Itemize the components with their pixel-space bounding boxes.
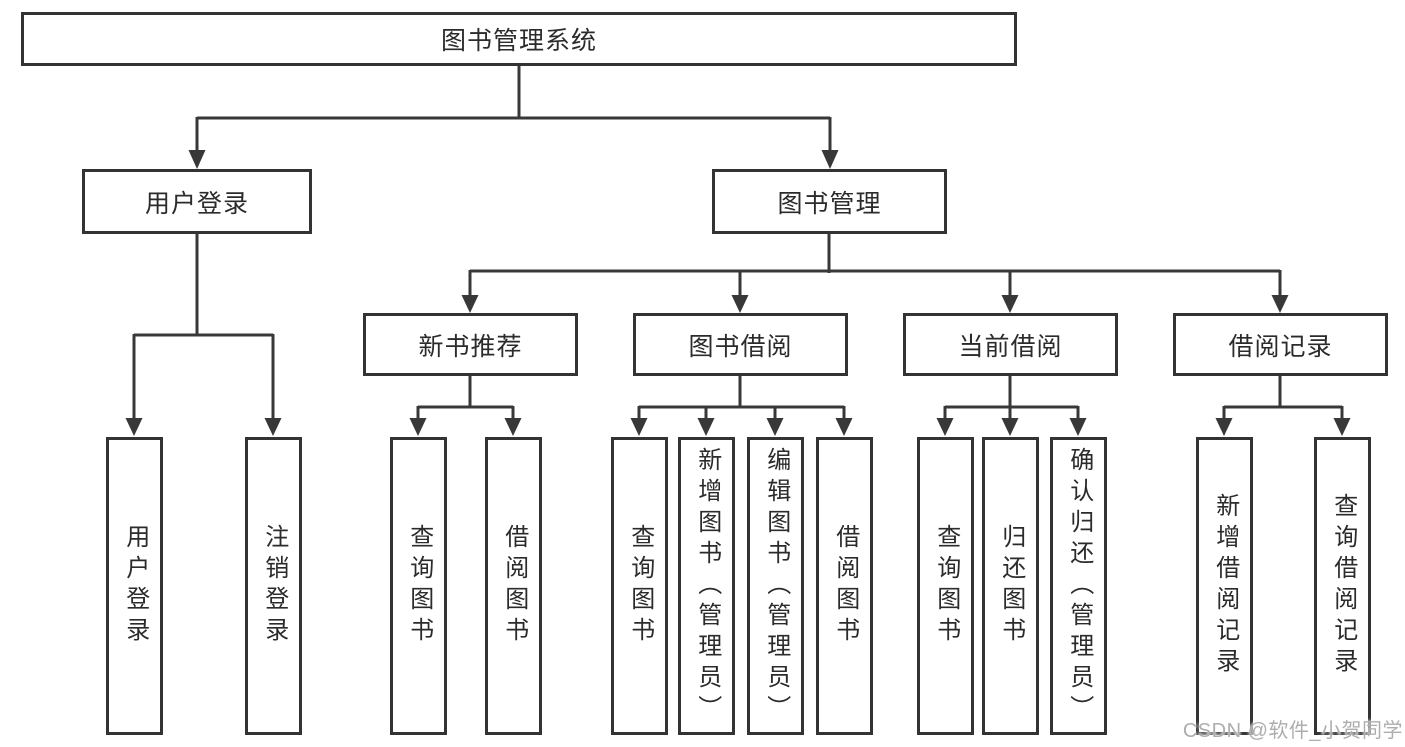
leaf-current-query-label: 查询图书 <box>932 524 960 648</box>
node-current-borrow-label: 当前借阅 <box>958 332 1063 361</box>
leaf-newbook-borrow-label: 借阅图书 <box>500 524 528 648</box>
node-new-book-recommend: 新书推荐 <box>363 313 578 376</box>
leaf-borrow-query: 查询图书 <box>611 437 668 735</box>
node-book-borrow: 图书借阅 <box>633 313 848 376</box>
leaf-current-query: 查询图书 <box>917 437 974 735</box>
leaf-newbook-query-label: 查询图书 <box>405 524 433 648</box>
leaf-user-login-label: 用户登录 <box>121 524 149 648</box>
leaf-borrow-add-label: 新增图书（管理员） <box>693 446 721 726</box>
node-current-borrow: 当前借阅 <box>903 313 1118 376</box>
leaf-borrow-do: 借阅图书 <box>816 437 873 735</box>
leaf-user-logout-label: 注销登录 <box>260 524 288 648</box>
leaf-borrow-edit: 编辑图书（管理员） <box>747 437 804 735</box>
node-root-label: 图书管理系统 <box>440 27 597 55</box>
leaf-newbook-query: 查询图书 <box>390 437 447 735</box>
leaf-records-add-label: 新增借阅记录 <box>1211 493 1239 679</box>
node-borrow-records: 借阅记录 <box>1173 313 1388 376</box>
leaf-current-return: 归还图书 <box>982 437 1039 735</box>
leaf-current-confirm: 确认归还（管理员） <box>1050 437 1107 735</box>
leaf-borrow-add: 新增图书（管理员） <box>678 437 735 735</box>
leaf-borrow-query-label: 查询图书 <box>626 524 654 648</box>
leaf-records-add: 新增借阅记录 <box>1196 437 1253 735</box>
node-book-management-label: 图书管理 <box>777 189 882 218</box>
arrowhead-icons <box>125 150 1351 436</box>
node-user-login: 用户登录 <box>82 169 312 234</box>
leaf-current-return-label: 归还图书 <box>997 524 1025 648</box>
node-borrow-records-label: 借阅记录 <box>1228 332 1333 361</box>
connector-lines <box>132 66 1344 420</box>
node-book-borrow-label: 图书借阅 <box>688 332 793 361</box>
leaf-records-query: 查询借阅记录 <box>1314 437 1371 735</box>
leaf-borrow-edit-label: 编辑图书（管理员） <box>762 446 790 726</box>
node-new-book-recommend-label: 新书推荐 <box>418 332 523 361</box>
csdn-watermark: CSDN @软件_小贺同学 <box>1182 720 1403 742</box>
leaf-user-logout: 注销登录 <box>245 437 302 735</box>
leaf-user-login: 用户登录 <box>106 437 163 735</box>
leaf-records-query-label: 查询借阅记录 <box>1329 493 1357 679</box>
leaf-borrow-do-label: 借阅图书 <box>831 524 859 648</box>
leaf-current-confirm-label: 确认归还（管理员） <box>1065 446 1093 726</box>
node-book-management: 图书管理 <box>712 169 947 234</box>
node-root-system: 图书管理系统 <box>21 12 1017 66</box>
leaf-newbook-borrow: 借阅图书 <box>485 437 542 735</box>
node-user-login-label: 用户登录 <box>144 189 249 218</box>
